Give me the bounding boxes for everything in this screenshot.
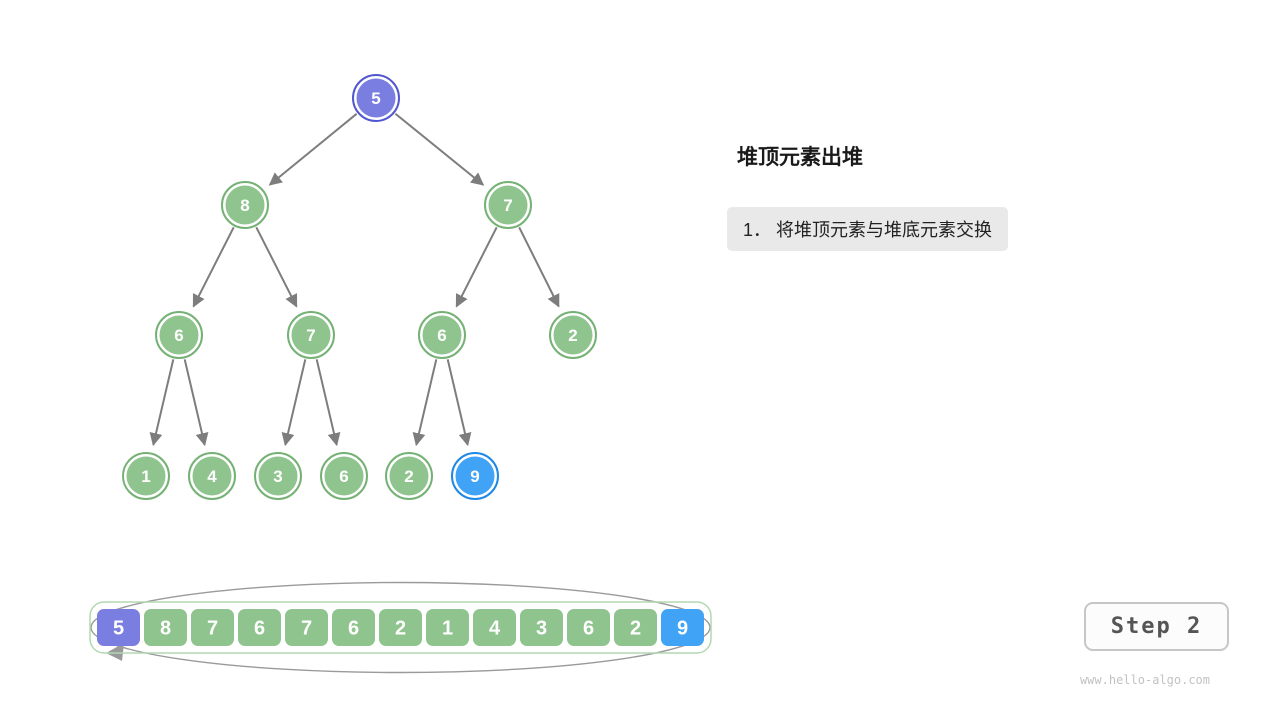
- tree-edge: [268, 113, 358, 186]
- tree-edge: [446, 359, 472, 447]
- step-label: Step 2: [1110, 614, 1203, 639]
- array-cell-value: 4: [489, 618, 501, 640]
- array-cell: 8: [144, 609, 187, 646]
- tree-edge: [412, 359, 438, 447]
- array-cell: 7: [191, 609, 234, 646]
- tree-node: 5: [352, 74, 400, 122]
- array-cell-value: 6: [583, 618, 594, 640]
- tree-node-value: 6: [339, 467, 348, 486]
- array-cell-value: 8: [160, 618, 171, 640]
- tree-node: 1: [122, 452, 170, 500]
- instruction-text: 1． 将堆顶元素与堆底元素交换: [743, 220, 993, 240]
- tree-node: 3: [254, 452, 302, 500]
- tree-edge: [394, 112, 485, 186]
- tree-node-value: 5: [371, 89, 380, 108]
- array-cell-value: 6: [348, 618, 359, 640]
- array-cell-value: 1: [442, 618, 453, 640]
- tree-node-value: 8: [240, 196, 249, 215]
- tree-node: 9: [451, 452, 499, 500]
- tree-node: 6: [320, 452, 368, 500]
- tree-edge: [183, 359, 209, 447]
- tree-edge: [281, 359, 307, 447]
- array-cell-value: 2: [395, 618, 406, 640]
- array-cell-value: 5: [113, 618, 124, 640]
- tree-edge: [315, 359, 341, 447]
- array-cell-value: 7: [301, 618, 312, 640]
- tree-node: 8: [221, 181, 269, 229]
- array-cell: 6: [332, 609, 375, 646]
- array-cell: 4: [473, 609, 516, 646]
- tree-node-value: 2: [404, 467, 413, 486]
- tree-node: 6: [418, 311, 466, 359]
- tree-node-value: 9: [470, 467, 479, 486]
- array-cell: 6: [238, 609, 281, 646]
- tree-edge: [149, 359, 175, 447]
- instruction-box: 1． 将堆顶元素与堆底元素交换: [727, 207, 1009, 251]
- array-cell: 9: [661, 609, 704, 646]
- array-container: [89, 601, 712, 654]
- tree-node-value: 7: [306, 326, 315, 345]
- swap-arc-arrowhead: [106, 643, 124, 661]
- array-cell-value: 7: [207, 618, 218, 640]
- panel-title: 堆顶元素出堆: [737, 146, 863, 169]
- tree-node-value: 6: [174, 326, 183, 345]
- tree-node-value: 2: [568, 326, 577, 345]
- tree-node-value: 6: [437, 326, 446, 345]
- tree-node-value: 1: [141, 467, 150, 486]
- tree-node-value: 4: [207, 467, 217, 486]
- array-cell: 3: [520, 609, 563, 646]
- array-cell-value: 3: [536, 618, 547, 640]
- swap-arc: [90, 581, 711, 674]
- tree-edge: [455, 226, 498, 308]
- tree-edge: [192, 226, 235, 308]
- tree-node: 7: [484, 181, 532, 229]
- array-cell: 5: [97, 609, 140, 646]
- array-cell: 2: [379, 609, 422, 646]
- tree-node-value: 7: [503, 196, 512, 215]
- tree-node: 2: [549, 311, 597, 359]
- tree-edge: [255, 226, 298, 308]
- array-cell-value: 6: [254, 618, 265, 640]
- tree-node: 7: [287, 311, 335, 359]
- tree-node: 6: [155, 311, 203, 359]
- tree-node: 4: [188, 452, 236, 500]
- array-cell-value: 9: [677, 618, 688, 640]
- array-cell-value: 2: [630, 618, 641, 640]
- array-cell: 7: [285, 609, 328, 646]
- step-badge: Step 2: [1084, 602, 1229, 651]
- tree-node-value: 3: [273, 467, 282, 486]
- tree-node: 2: [385, 452, 433, 500]
- array-cell: 6: [567, 609, 610, 646]
- array-cell: 1: [426, 609, 469, 646]
- array-cell: 2: [614, 609, 657, 646]
- watermark: www.hello-algo.com: [1079, 673, 1210, 687]
- tree-edge: [518, 226, 560, 308]
